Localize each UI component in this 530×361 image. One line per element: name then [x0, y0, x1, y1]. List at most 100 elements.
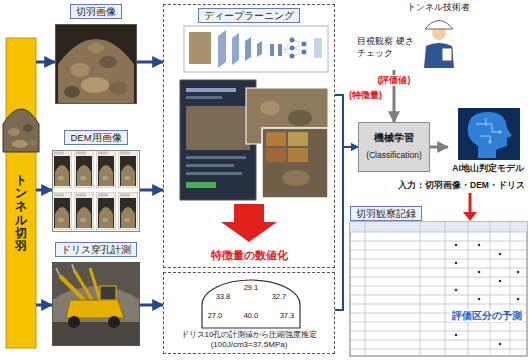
engineer-icon	[425, 21, 453, 30]
ai-head-image	[458, 108, 520, 160]
tunnel-face-icon	[3, 109, 39, 152]
analysis-screenshot	[180, 80, 256, 200]
input-arrow	[463, 193, 477, 221]
flow-arrow	[393, 70, 396, 122]
face-photo	[109, 81, 127, 95]
dem-image-grid	[52, 192, 72, 230]
rock-image-panels	[288, 148, 308, 162]
drill-photo	[52, 322, 140, 346]
face-photo	[58, 39, 134, 104]
strength-value: 40.0	[240, 311, 262, 320]
strength-value: 27.0	[204, 311, 226, 320]
record-table	[350, 222, 527, 356]
rock-image-panels	[266, 132, 286, 146]
ai-head-image	[468, 112, 512, 158]
flow-arrow	[36, 189, 52, 192]
input-arrow	[463, 212, 477, 221]
record-table	[478, 298, 481, 301]
cnn-figure	[232, 33, 239, 65]
model-label: AI地山判定モデル	[452, 163, 524, 173]
flow-arrow	[137, 61, 163, 64]
face-photo	[88, 43, 104, 53]
record-table	[499, 280, 502, 283]
drill-estimate-group: ドリス10孔の計測値から圧縮強度推定 (100J/cm3=37.5MPa)29.…	[163, 272, 335, 354]
flow-arrow	[335, 95, 358, 147]
dem-image-grid	[118, 192, 138, 230]
analysis-screenshot	[186, 172, 242, 175]
ai-head-image	[489, 141, 492, 144]
rock-image-panels	[260, 101, 280, 115]
face-image-frame: 切羽画像	[55, 24, 137, 104]
analysis-screenshot	[186, 182, 216, 188]
cnn-figure	[257, 41, 262, 57]
rock-image-panels	[282, 170, 310, 186]
cnn-figure	[314, 38, 322, 58]
rock-image-panels	[246, 88, 328, 198]
record-table	[499, 343, 502, 346]
engineer-icon	[442, 48, 452, 61]
ai-head-image	[499, 131, 502, 134]
image-heading: 切羽画像	[70, 4, 122, 19]
face-photo	[55, 24, 137, 104]
drill-photo	[66, 300, 124, 318]
flow-arrow	[36, 304, 52, 307]
tunnel-face-icon	[8, 128, 20, 136]
red-down-arrow	[221, 204, 277, 242]
cnn-figure	[290, 38, 295, 43]
rock-image-panels	[262, 128, 328, 198]
rock-image-panels	[288, 132, 308, 146]
cnn-figure	[302, 50, 307, 55]
image-heading: DEM用画像	[64, 130, 127, 145]
analysis-screenshot	[186, 164, 234, 167]
flow-arrow	[140, 189, 163, 192]
box-title: 機械学習	[374, 132, 414, 144]
analysis-screenshot	[180, 80, 256, 200]
cnn-figure	[184, 26, 328, 72]
dem-image-grid	[96, 150, 116, 188]
drill-photo	[72, 264, 74, 270]
ai-head-image	[458, 108, 520, 160]
engineer: トンネル技術者目視観察 硬さチェック	[355, 0, 475, 70]
engineer-icon	[424, 21, 454, 69]
box-subtitle: (Classification)	[366, 150, 422, 160]
record-table	[455, 334, 458, 337]
record-table	[499, 253, 502, 256]
cnn-figure	[218, 30, 226, 68]
tunnel-face-band: トンネル切羽	[6, 38, 36, 348]
tunnel-band	[6, 38, 36, 348]
ai-model: AI地山判定モデル	[448, 106, 528, 178]
tunnel-section: 29.133.832.727.040.037.3	[199, 277, 303, 329]
band-label: トンネル切羽	[15, 174, 27, 253]
face-photo	[55, 24, 137, 104]
drill-photo	[68, 316, 80, 328]
face-photo	[99, 56, 117, 68]
tunnel-section-outline	[202, 280, 300, 328]
input-arrow	[469, 193, 472, 213]
record-table	[350, 222, 527, 356]
cnn-figure	[245, 37, 251, 61]
red-down-arrow	[221, 204, 277, 242]
cnn-figure	[278, 44, 282, 56]
dem-image-grid	[118, 150, 138, 188]
check-note: 目視観察 硬さチェック	[357, 36, 419, 59]
edge-label: (評価値)	[376, 75, 413, 86]
cnn-figure	[302, 42, 307, 47]
table-heading: 切羽観察記録	[350, 206, 422, 221]
cnn-figure	[270, 44, 274, 56]
tunnel-face-icon	[3, 109, 39, 152]
face-photo	[64, 86, 80, 98]
record-table	[350, 222, 527, 232]
cnn-figure	[184, 26, 328, 72]
face-photo	[70, 63, 90, 77]
drill-photo	[52, 262, 140, 300]
machine-learning-box: 機械学習 (Classification)	[358, 122, 430, 172]
cnn-figure	[189, 32, 211, 64]
feature-note: 特徴量の数値化	[211, 249, 288, 262]
analysis-screenshot	[186, 106, 250, 150]
strength-value: 32.7	[268, 292, 290, 301]
flow-arrow	[140, 304, 163, 307]
drill-photo	[90, 268, 100, 300]
flow-arrow	[335, 147, 358, 310]
